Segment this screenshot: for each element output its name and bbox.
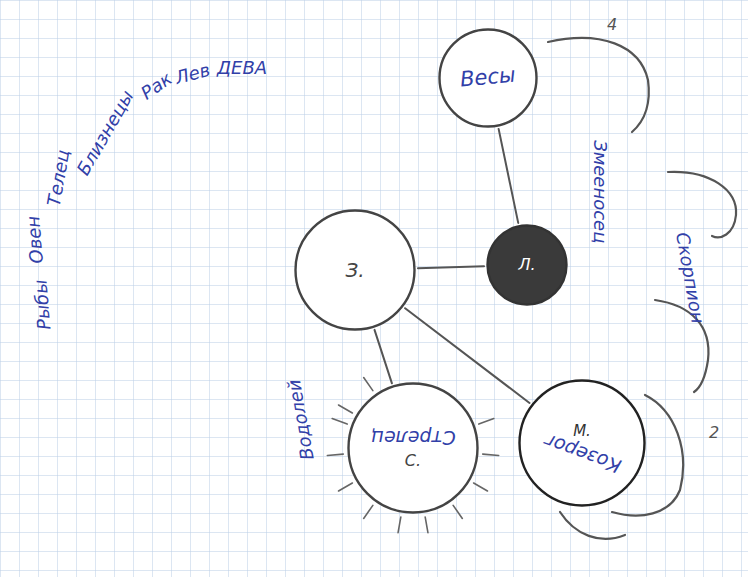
zodiac-label: Змееносец [589, 140, 611, 243]
planet-circle: З. [294, 209, 416, 331]
sun-ray [364, 505, 373, 518]
zodiac-label: Лев [172, 59, 212, 89]
sun-ray [398, 517, 401, 533]
sun-ray [339, 405, 353, 413]
node-text: З. [345, 258, 364, 282]
sun-ray [425, 517, 428, 533]
connector-line [499, 129, 519, 223]
sun-ray [483, 454, 499, 455]
zodiac-label: Телец [42, 148, 73, 208]
connector-line [375, 330, 392, 383]
sun-ray [327, 454, 343, 455]
zodiac-label: Близнецы [72, 87, 138, 180]
zodiac-label: Скорпион [671, 231, 708, 325]
sun-rays [327, 378, 498, 533]
callout-number: 2 [709, 423, 719, 442]
zodiac-label: Рыбы [29, 279, 55, 331]
bracket [560, 512, 625, 539]
connector-line [418, 266, 484, 268]
sun-ray [474, 483, 488, 491]
zodiac-label: Водолей [282, 378, 317, 462]
planet-circle: Л. [486, 224, 568, 306]
planet-circle: М.Козерог [518, 379, 646, 507]
node-text: Весы [459, 63, 516, 93]
planet-circle: Весы [438, 28, 538, 128]
node-text: Л. [518, 255, 535, 274]
bracket [548, 38, 649, 132]
bracket [668, 172, 736, 237]
node-text: С. [405, 451, 421, 470]
sun-ray [332, 419, 347, 424]
zodiac-label: Овен [22, 215, 48, 264]
node-text: Стрелец [371, 426, 456, 449]
planet-circle: СтрелецС. [347, 382, 479, 514]
callout-number: 4 [607, 15, 617, 34]
zodiac-label: Рак [136, 68, 175, 104]
sun-ray [364, 378, 373, 391]
sun-ray [453, 505, 462, 518]
sun-ray [479, 419, 494, 424]
zodiac-label: ДЕВА [217, 57, 267, 79]
sun-ray [339, 483, 353, 491]
node-text: М. [573, 422, 591, 440]
